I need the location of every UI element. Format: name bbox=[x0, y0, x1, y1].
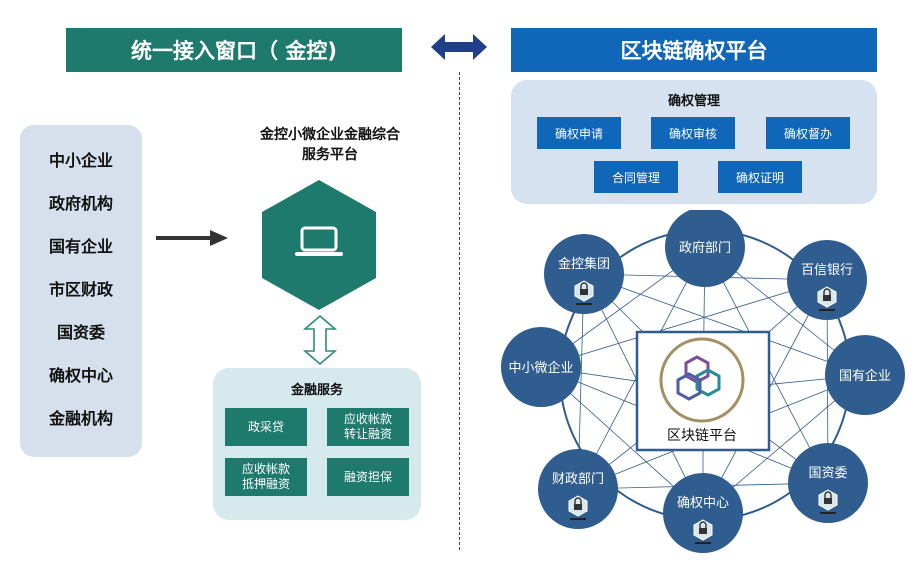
platform-title-line2: 服务平台 bbox=[302, 147, 358, 163]
network-link bbox=[583, 273, 866, 376]
network-node-circle bbox=[787, 240, 867, 320]
entity-item: 国资委 bbox=[56, 323, 105, 342]
blockchain-platform-title: 区块链确权平台 bbox=[620, 39, 768, 63]
entity-item: 金融机构 bbox=[48, 409, 113, 428]
bidirectional-arrow-icon bbox=[431, 34, 487, 60]
entity-item: 政府机构 bbox=[48, 194, 113, 213]
network-node-circle bbox=[663, 473, 743, 553]
network-node-circle bbox=[544, 234, 624, 314]
access-window-title: 统一接入窗口（ 金控) bbox=[131, 39, 337, 63]
network-node-label: 财政部门 bbox=[552, 472, 604, 487]
lock-cube-icon bbox=[568, 495, 588, 520]
rights-item[interactable]: 确权督办 bbox=[766, 117, 850, 149]
entity-item: 确权中心 bbox=[48, 366, 113, 385]
up-down-arrow-icon bbox=[303, 315, 337, 365]
lock-cube-icon bbox=[818, 489, 838, 514]
rights-management-title: 确权管理 bbox=[667, 94, 720, 109]
platform-hexagon bbox=[262, 180, 376, 310]
network-node-label: 中小微企业 bbox=[508, 360, 573, 376]
network-node-label: 国有企业 bbox=[839, 368, 891, 384]
network-node-label: 金控集团 bbox=[558, 256, 610, 272]
finance-item[interactable]: 应收帐款 抵押融资 bbox=[225, 458, 307, 496]
rights-item[interactable]: 确权证明 bbox=[718, 161, 802, 193]
arrow-right-icon bbox=[156, 230, 228, 246]
network-link bbox=[540, 279, 828, 368]
finance-services-panel: 金融服务 政采贷 应收帐款 转让融资 应收帐款 抵押融资 融资担保 bbox=[213, 368, 421, 520]
network-node-circle bbox=[538, 449, 618, 529]
finance-services-title: 金融服务 bbox=[290, 383, 343, 398]
rights-item[interactable]: 确权申请 bbox=[537, 117, 621, 149]
network-node-circle bbox=[825, 335, 905, 415]
blockchain-center: 区块链平台 bbox=[635, 330, 771, 452]
platform-title-line1: 金控小微企业金融综合 bbox=[260, 127, 400, 143]
network-node[interactable]: 政府部门 bbox=[665, 210, 745, 287]
laptop-icon bbox=[295, 226, 343, 256]
network-node[interactable]: 中小微企业 bbox=[501, 327, 581, 407]
network-node-circle bbox=[665, 210, 745, 287]
finance-item[interactable]: 应收帐款 转让融资 bbox=[327, 408, 409, 446]
network-node-circle bbox=[788, 443, 868, 523]
blockchain-logo-icon bbox=[676, 355, 721, 401]
entity-item: 中小企业 bbox=[48, 151, 113, 170]
network-node-label: 国资委 bbox=[808, 466, 847, 481]
network-node[interactable]: 财政部门 bbox=[538, 449, 618, 529]
finance-item[interactable]: 融资担保 bbox=[327, 458, 409, 496]
entity-item: 国有企业 bbox=[48, 237, 113, 256]
network-node[interactable]: 国有企业 bbox=[825, 335, 905, 415]
network-node-label: 百信银行 bbox=[801, 263, 853, 278]
network-node[interactable]: 确权中心 bbox=[663, 473, 743, 553]
network-node-label: 确权中心 bbox=[677, 495, 729, 511]
entity-list: 中小企业 政府机构 国有企业 市区财政 国资委 确权中心 金融机构 bbox=[20, 125, 142, 457]
finance-item[interactable]: 政采贷 bbox=[225, 408, 307, 446]
lock-cube-icon bbox=[693, 519, 713, 544]
network-node[interactable]: 国资委 bbox=[788, 443, 868, 523]
lock-cube-icon bbox=[817, 286, 837, 311]
network-node[interactable]: 金控集团 bbox=[544, 234, 624, 314]
rights-management-panel: 确权管理 确权申请 确权审核 确权督办 合同管理 确权证明 bbox=[511, 80, 877, 204]
access-window-banner: 统一接入窗口（ 金控) bbox=[66, 28, 402, 72]
platform-title: 金控小微企业金融综合 服务平台 bbox=[230, 125, 430, 165]
lock-cube-icon bbox=[574, 280, 594, 305]
rights-item[interactable]: 合同管理 bbox=[594, 161, 678, 193]
blockchain-center-label: 区块链平台 bbox=[667, 428, 737, 444]
blockchain-platform-banner: 区块链确权平台 bbox=[511, 28, 877, 72]
section-divider bbox=[459, 72, 460, 550]
network-node-label: 政府部门 bbox=[679, 241, 731, 256]
rights-item[interactable]: 确权审核 bbox=[651, 117, 735, 149]
entity-item: 市区财政 bbox=[48, 280, 113, 299]
network-node-circle bbox=[501, 327, 581, 407]
network-node[interactable]: 百信银行 bbox=[787, 240, 867, 320]
